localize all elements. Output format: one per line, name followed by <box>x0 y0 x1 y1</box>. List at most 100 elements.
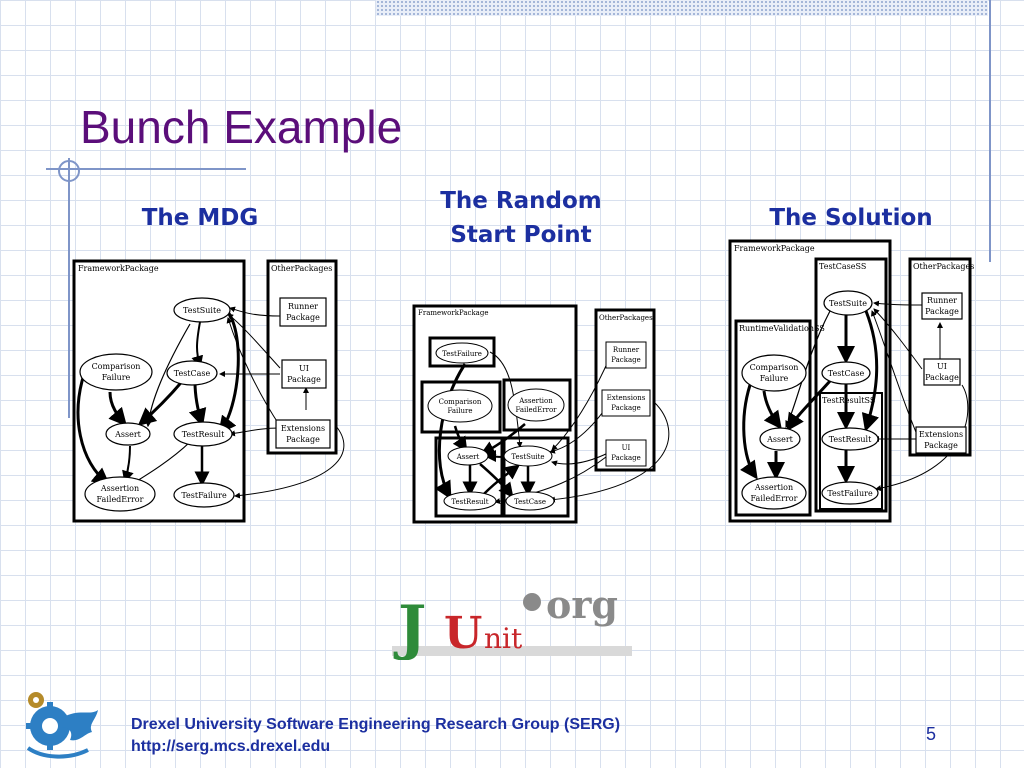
right-decorative-line <box>989 0 991 262</box>
mdg-node-testfailure <box>173 482 235 508</box>
random-node-runner-package <box>605 341 647 369</box>
solution-node-assertion <box>741 476 807 510</box>
mdg-node-extensions-label2: Package <box>286 435 320 444</box>
random-node-assertion-label1: Assertion <box>518 397 553 405</box>
random-node-testsuite <box>503 445 553 467</box>
random-node-ui-package <box>605 439 647 467</box>
mdg-node-comparison-failure <box>79 353 153 391</box>
mdg-diagram: FrameworkPackage OtherPackages TestSuite… <box>72 259 345 523</box>
mdg-framework-label: FrameworkPackage <box>78 264 159 273</box>
random-cluster-assertion <box>502 378 572 432</box>
junit-logo: J U nit org <box>392 584 632 660</box>
random-node-testresult <box>443 491 497 511</box>
small-gear-icon <box>28 692 44 708</box>
random-node-ui-label1: UI <box>622 444 631 452</box>
mdg-node-ui-label1: UI <box>299 364 309 373</box>
serg-gear-logo-icon <box>26 692 98 759</box>
mdg-node-runner-package <box>279 297 327 327</box>
solution-testcase-ss-box <box>814 257 888 513</box>
solution-runtime-label: RuntimeValidationSS <box>739 324 825 333</box>
mdg-node-runner-label1: Runner <box>288 302 318 311</box>
caption-mdg: The MDG <box>141 205 259 231</box>
random-framework-label: FrameworkPackage <box>418 309 488 317</box>
solution-node-assert <box>759 427 801 451</box>
mdg-node-ui-package <box>281 359 327 389</box>
random-node-extensions-package <box>601 389 651 417</box>
solution-node-testresult-label: TestResult <box>829 435 872 444</box>
random-node-testcase <box>505 491 555 511</box>
solution-node-testcase-label: TestCase <box>828 369 865 378</box>
mdg-node-assert <box>105 422 151 446</box>
mdg-node-ui-label2: Package <box>287 375 321 384</box>
logo-dot <box>523 593 541 611</box>
logo-org: org <box>546 584 618 627</box>
solution-testresult-ss-label: TestResultSS <box>822 396 875 405</box>
solution-node-runner-label2: Package <box>925 307 959 316</box>
decorative-circle <box>58 160 80 182</box>
caption-random-line1: The Random <box>440 188 602 214</box>
solution-framework-label: FrameworkPackage <box>734 244 815 253</box>
mdg-node-runner-label2: Package <box>286 313 320 322</box>
solution-node-assertion-label1: Assertion <box>754 483 793 492</box>
random-node-runner-label2: Package <box>611 356 641 364</box>
random-node-testcase-label: TestCase <box>514 498 546 506</box>
random-node-testsuite-label: TestSuite <box>511 453 544 461</box>
solution-node-testfailure-label: TestFailure <box>827 489 873 498</box>
left-decorative-line <box>68 158 70 418</box>
random-node-extensions-label2: Package <box>611 404 641 412</box>
solution-testcase-ss-label: TestCaseSS <box>819 262 866 271</box>
solution-node-testsuite-label: TestSuite <box>829 299 867 308</box>
mdg-node-testcase-label: TestCase <box>174 369 211 378</box>
solution-node-comparison-label2: Failure <box>760 374 789 383</box>
random-node-testfailure <box>435 342 489 364</box>
mdg-node-testfailure-label: TestFailure <box>181 491 227 500</box>
random-node-runner-label1: Runner <box>613 346 640 354</box>
solution-diagram: FrameworkPackage TestCaseSS RuntimeValid… <box>728 239 974 523</box>
solution-node-ui-label1: UI <box>937 362 947 371</box>
caption-solution: The Solution <box>769 205 933 231</box>
solution-node-ui-package <box>923 358 961 386</box>
mdg-node-assertion-label1: Assertion <box>100 484 139 493</box>
caption-random-start: The Random Start Point <box>420 184 622 252</box>
random-node-assertion <box>507 388 565 422</box>
dragon-shape-icon <box>62 710 98 741</box>
mdg-node-comparison-label1: Comparison <box>92 362 141 371</box>
solution-other-label: OtherPackages <box>913 262 974 271</box>
random-node-assert <box>447 446 489 466</box>
footer-url: http://serg.mcs.drexel.edu <box>131 738 331 755</box>
logo-underbar <box>392 646 632 656</box>
logo-letter-u: U <box>444 608 482 659</box>
dragon-tail-icon <box>26 746 89 759</box>
mdg-node-assertion-label2: FailedError <box>97 495 144 504</box>
solution-node-comparison <box>741 354 807 392</box>
mdg-node-assertion-failed <box>84 476 156 512</box>
random-node-comparison-label1: Comparison <box>439 398 482 406</box>
random-cluster-comparison <box>420 380 502 434</box>
logo-letter-j: J <box>393 593 426 660</box>
random-start-diagram: FrameworkPackage OtherPackages TestFailu… <box>412 304 670 524</box>
solution-node-testfailure <box>821 481 879 505</box>
solution-node-testsuite <box>823 290 873 316</box>
mdg-node-testsuite <box>173 297 231 323</box>
mdg-node-testresult <box>173 421 233 447</box>
random-other-label: OtherPackages <box>599 314 653 322</box>
logo-letters-nit: nit <box>484 622 523 655</box>
solution-runtime-box <box>734 319 812 517</box>
random-node-comparison-label2: Failure <box>447 407 472 415</box>
solution-testresult-ss-box <box>819 392 883 510</box>
slide-title: Bunch Example <box>80 101 403 153</box>
solution-node-extensions-label1: Extensions <box>919 430 963 439</box>
solution-node-assert-label: Assert <box>766 435 794 444</box>
solution-node-runner-package <box>921 292 963 320</box>
random-node-testresult-label: TestResult <box>451 498 488 506</box>
random-node-comparison <box>427 389 493 423</box>
top-decorative-band <box>376 0 988 16</box>
random-node-extensions-label1: Extensions <box>607 394 646 402</box>
mdg-node-assert-label: Assert <box>114 430 142 439</box>
mdg-node-testcase <box>166 360 218 386</box>
solution-node-testresult <box>821 427 879 451</box>
random-node-assertion-label2: FailedError <box>515 406 557 414</box>
mdg-other-label: OtherPackages <box>271 264 332 273</box>
solution-node-assertion-label2: FailedError <box>751 494 798 503</box>
page-number: 5 <box>926 724 937 744</box>
